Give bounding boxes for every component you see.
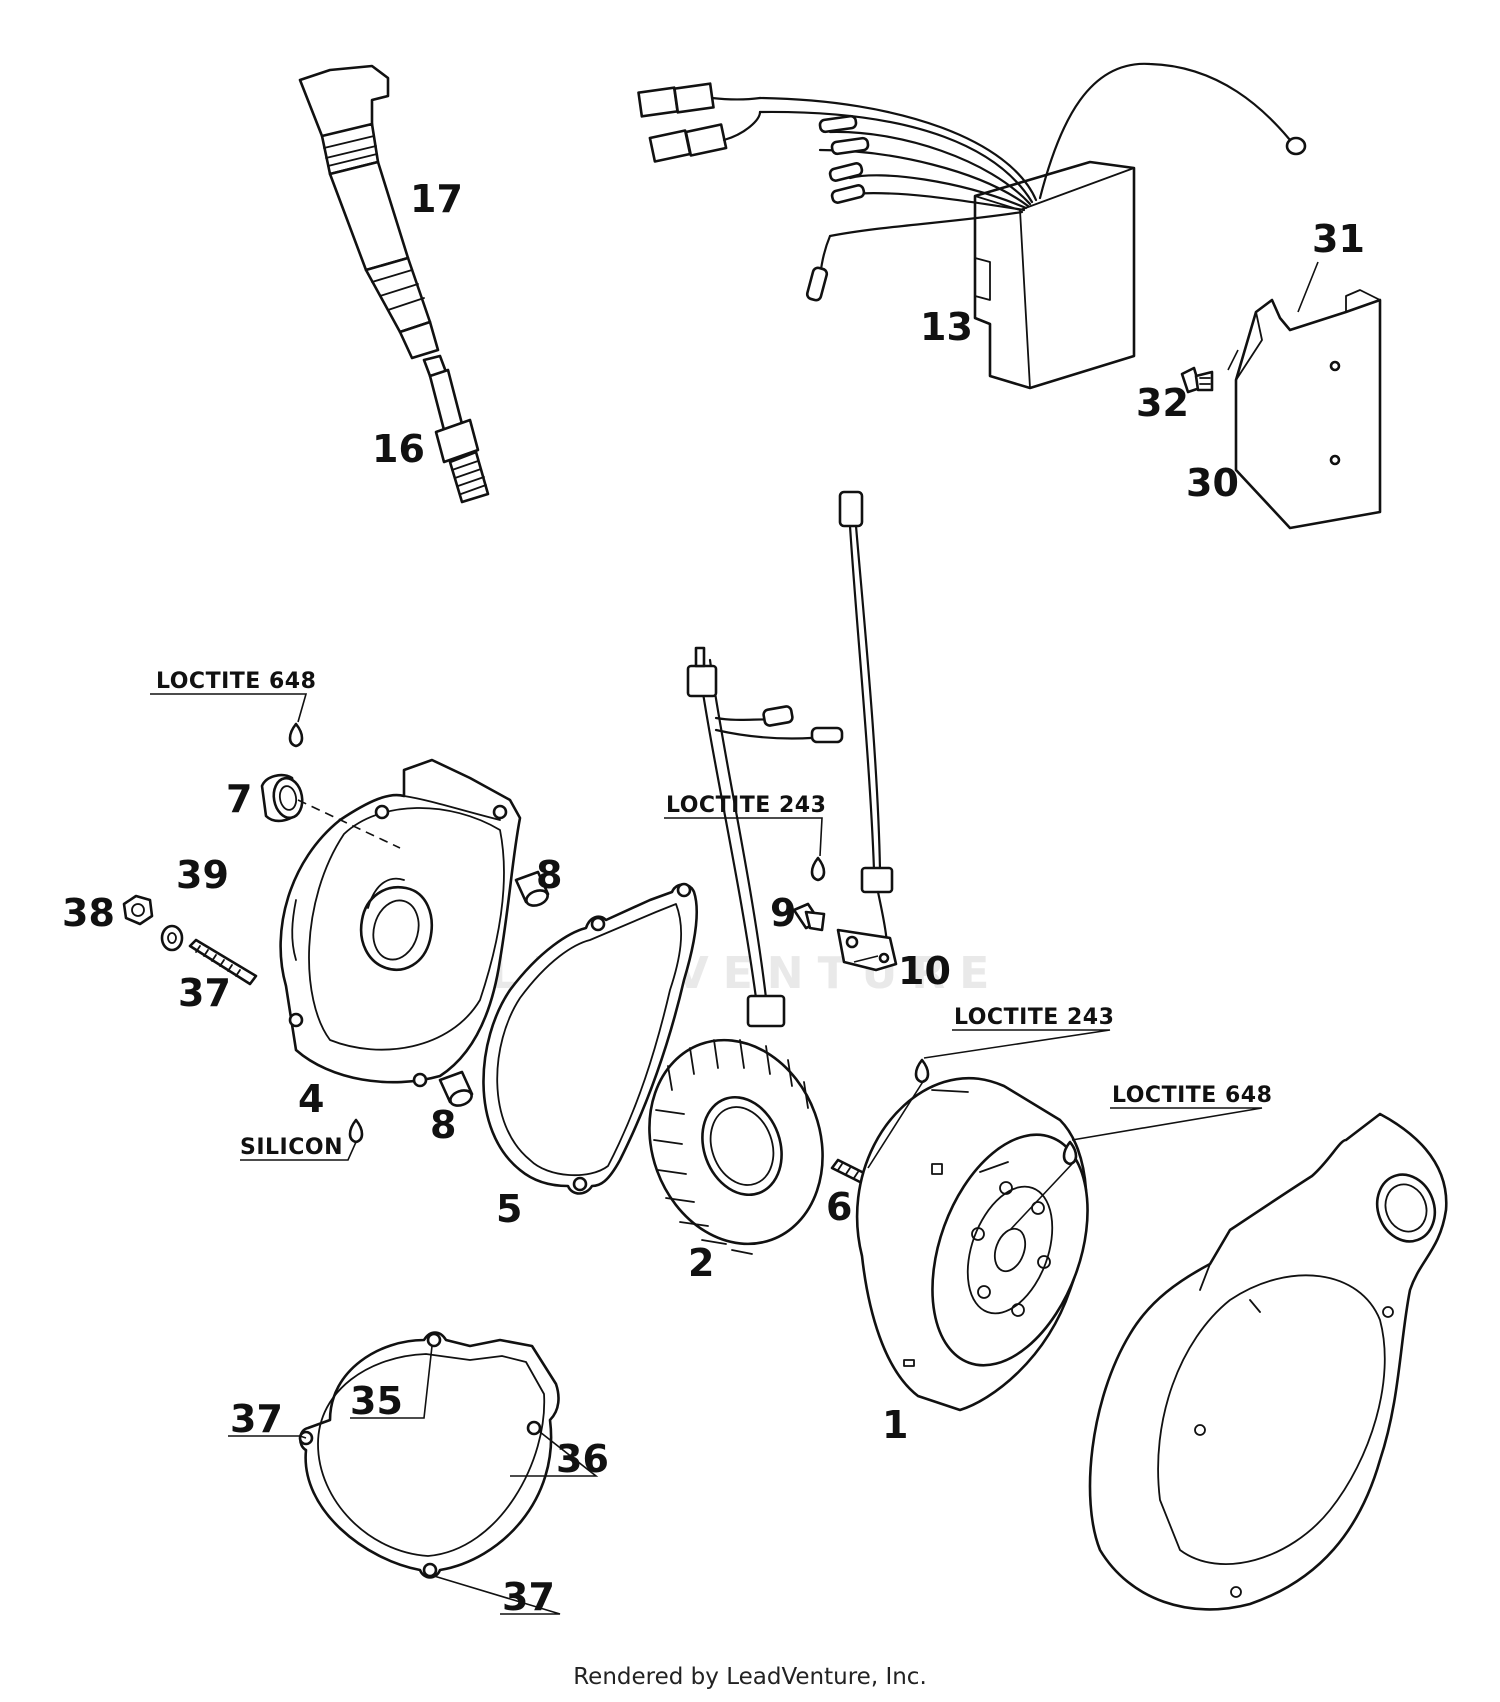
label-1: 1 [882, 1403, 908, 1447]
label-17: 17 [410, 177, 463, 221]
label-7: 7 [226, 777, 252, 821]
flywheel-rotor-part [855, 1076, 1089, 1412]
label-8-lower: 8 [430, 1103, 456, 1147]
loctite-drop-icon-3 [914, 1058, 930, 1084]
label-32: 32 [1136, 381, 1189, 425]
label-30: 30 [1186, 461, 1239, 505]
ignition-cover-part [279, 758, 522, 1088]
loctite-drop-icon-4 [1062, 1140, 1078, 1166]
label-37-left: 37 [230, 1397, 283, 1441]
label-10: 10 [898, 949, 951, 993]
screw-32-part [1180, 366, 1214, 394]
note-loctite-243-right: LOCTITE 243 [954, 1005, 1114, 1030]
label-8-upper: 8 [536, 853, 562, 897]
loctite-drop-icon-1 [288, 722, 304, 748]
bearing-7-part [260, 773, 304, 823]
label-31: 31 [1312, 217, 1365, 261]
leader-lines [150, 261, 1319, 1615]
gasket-part [482, 882, 699, 1195]
label-37-upper: 37 [178, 971, 231, 1015]
inner-gasket-part [298, 1331, 560, 1579]
note-loctite-648-right: LOCTITE 648 [1112, 1083, 1272, 1108]
mounting-plate-part [1234, 289, 1382, 530]
label-9: 9 [770, 891, 796, 935]
label-16: 16 [372, 427, 425, 471]
spark-plug-part [422, 354, 490, 504]
label-5: 5 [496, 1187, 522, 1231]
outer-cover-part [1088, 1112, 1448, 1611]
label-13: 13 [920, 305, 973, 349]
label-35: 35 [350, 1379, 403, 1423]
label-37-bottom: 37 [502, 1575, 555, 1619]
label-4: 4 [298, 1077, 324, 1121]
ignition-coil-part [298, 64, 440, 360]
footer-credit: Rendered by LeadVenture, Inc. [573, 1664, 927, 1690]
label-36: 36 [556, 1437, 609, 1481]
label-38: 38 [62, 891, 115, 935]
note-loctite-243-mid: LOCTITE 243 [666, 793, 826, 818]
dowel-8-lower-part [438, 1070, 474, 1107]
dowel-8-upper-part [514, 870, 550, 907]
loctite-drop-icon-2 [810, 856, 826, 882]
nut-38-part [122, 894, 154, 926]
screw-9-part [792, 902, 826, 932]
note-loctite-648-top: LOCTITE 648 [156, 669, 316, 694]
note-silicon: SILICON [240, 1135, 343, 1160]
stud-37-part [188, 938, 258, 986]
label-2: 2 [688, 1241, 714, 1285]
washer-39-part [160, 924, 184, 952]
stator-part [648, 646, 844, 1255]
label-39: 39 [176, 853, 229, 897]
pickup-sensor-part [836, 490, 898, 972]
label-6: 6 [826, 1185, 852, 1229]
cdi-unit-part [637, 62, 1307, 390]
silicon-drop-icon [348, 1118, 364, 1144]
